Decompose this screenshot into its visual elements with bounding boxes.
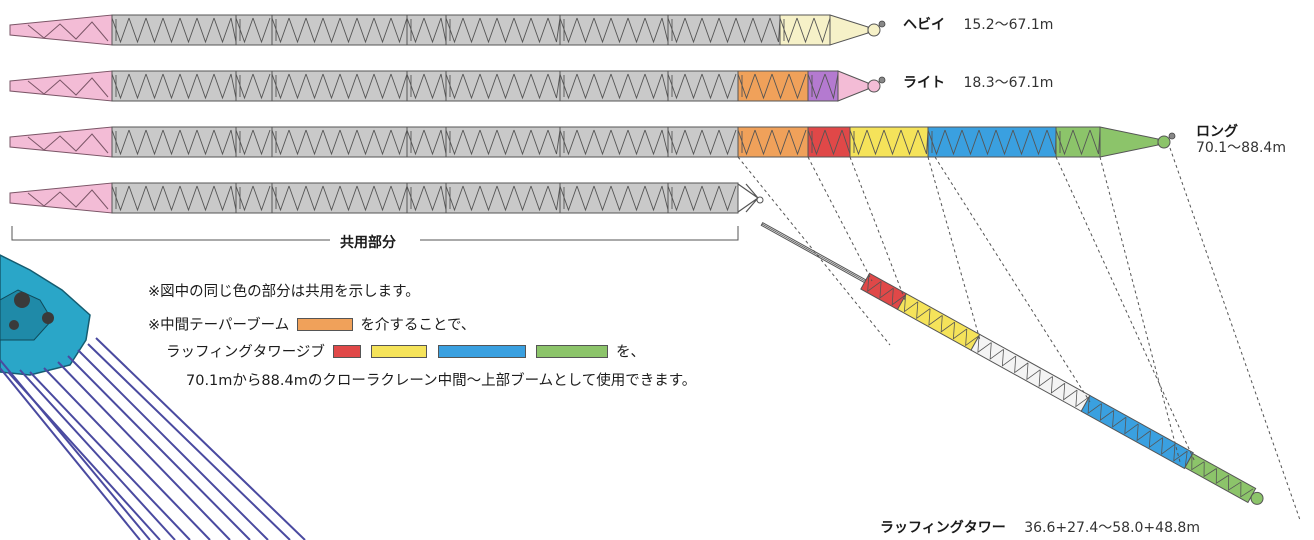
gray-boom-section — [445, 70, 561, 102]
crane-body — [0, 254, 306, 540]
boom-range-heavy: 15.2〜67.1m — [963, 17, 1054, 33]
boom-range-light: 18.3〜67.1m — [963, 75, 1054, 91]
gray-boom-section — [111, 126, 237, 158]
shared-part-bracket — [11, 226, 739, 241]
luffing-tower-jib — [737, 183, 1264, 505]
boom-name-light: ライト — [903, 75, 945, 91]
boom-row-long — [9, 126, 1176, 158]
gray-boom-section — [406, 70, 447, 102]
boom-tip-sheave — [1157, 135, 1171, 149]
boom-label-long: ロング 70.1〜88.4m — [1196, 124, 1286, 156]
boom-row-light — [9, 70, 886, 102]
gray-boom-section — [667, 14, 781, 46]
luffing-tower-range: 36.6+27.4〜58.0+48.8m — [1024, 520, 1200, 536]
yellow-boom-section — [849, 126, 929, 158]
boom-tip-section — [1099, 126, 1159, 158]
luffing-tower-label: ラッフィングタワー 36.6+27.4〜58.0+48.8m — [880, 520, 1200, 536]
boom-label-heavy: ヘビイ 15.2〜67.1m — [903, 17, 1053, 33]
note-usage: 70.1mから88.4mのクローラクレーン中間〜上部ブームとして使用できます。 — [186, 373, 697, 389]
green-jib-section — [1184, 452, 1257, 504]
green-boom-section — [1055, 126, 1101, 158]
boom-tip-sheave — [867, 79, 881, 93]
gray-boom-section — [406, 182, 447, 214]
section-correspondence-lines — [737, 147, 1301, 521]
gray-boom-section — [406, 126, 447, 158]
yellow-jib-section — [896, 293, 981, 351]
boom-tip-section — [829, 14, 869, 46]
note-luffing-jib-text-b: を、 — [615, 344, 645, 361]
boom-base-section — [9, 126, 113, 158]
white-jib-section — [970, 333, 1091, 412]
note-taper-boom-text-b: を介することで、 — [360, 317, 476, 334]
boom-base-section — [9, 70, 113, 102]
gray-boom-section — [271, 182, 408, 214]
blue-section-swatch — [437, 345, 526, 358]
gray-boom-section — [111, 14, 237, 46]
note-luffing-jib: ラッフィングタワージブ を、 — [166, 345, 645, 360]
boom-tip-sheave — [867, 23, 881, 37]
yellow-section-swatch — [371, 345, 428, 358]
note-shared-colors: ※図中の同じ色の部分は共用を示します。 — [148, 284, 420, 300]
boom-label-light: ライト 18.3〜67.1m — [903, 75, 1053, 91]
note-taper-boom-text-a: ※中間テーパーブーム — [148, 317, 290, 334]
gray-boom-section — [111, 70, 237, 102]
gray-boom-section — [111, 182, 237, 214]
boom-base-section — [9, 14, 113, 46]
luffing-tower-name: ラッフィングタワー — [880, 520, 1006, 536]
boom-row-shared — [9, 182, 739, 214]
note-luffing-jib-text-a: ラッフィングタワージブ — [166, 344, 325, 361]
boom-name-heavy: ヘビイ — [903, 17, 945, 33]
green-tip-swatch — [536, 345, 609, 358]
gray-boom-section — [406, 14, 447, 46]
boom-row-heavy — [9, 14, 886, 46]
orange-taper-swatch — [296, 318, 353, 331]
gray-boom-section — [445, 14, 561, 46]
boom-tip-section — [837, 70, 869, 102]
red-section-swatch — [332, 345, 361, 358]
boom-base-section — [9, 182, 113, 214]
boom-range-long: 70.1〜88.4m — [1196, 140, 1286, 157]
note-taper-boom: ※中間テーパーブーム を介することで、 — [148, 318, 475, 333]
boom-name-long: ロング — [1196, 124, 1238, 140]
shared-part-label: 共用部分 — [340, 235, 396, 251]
